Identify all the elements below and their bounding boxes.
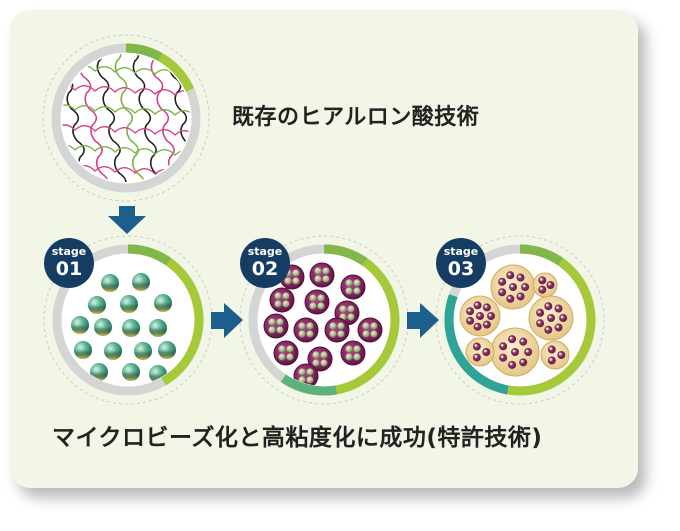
stage-badge-03: stage 03 xyxy=(436,238,486,288)
viscous-cluster xyxy=(540,340,570,370)
stage-number: 03 xyxy=(447,258,475,280)
viscous-cluster xyxy=(528,295,574,341)
existing-ha-circle xyxy=(42,34,210,202)
viscous-cluster xyxy=(532,272,558,298)
stage-number: 01 xyxy=(55,258,83,280)
stage-label: stage xyxy=(247,245,283,258)
bead-cluster xyxy=(273,340,299,366)
bead-cluster xyxy=(304,289,330,315)
bead-cluster xyxy=(269,287,295,313)
existing-tech-heading: 既存のヒアルロン酸技術 xyxy=(232,105,480,130)
stage-number: 02 xyxy=(251,258,279,280)
down-arrow-icon xyxy=(108,206,146,234)
bead-cluster xyxy=(293,317,319,343)
viscous-cluster xyxy=(465,337,495,367)
bead-cluster xyxy=(263,313,289,339)
right-arrow-icon xyxy=(211,303,243,338)
polymer-strand xyxy=(95,54,127,182)
right-arrow-icon xyxy=(407,303,439,338)
bead-cluster xyxy=(340,340,366,366)
stage-badge-01: stage 01 xyxy=(44,238,94,288)
bead-cluster xyxy=(357,317,383,343)
polymer-strand xyxy=(62,104,190,118)
success-caption: マイクロビーズ化と高粘度化に成功(特許技術) xyxy=(52,425,543,451)
bead-cluster xyxy=(324,317,350,343)
viscous-cluster xyxy=(459,295,501,337)
bead-cluster xyxy=(340,274,366,300)
stage-label: stage xyxy=(51,245,87,258)
stage-badge-02: stage 02 xyxy=(240,238,290,288)
viscous-cluster xyxy=(490,264,536,310)
bead-cluster xyxy=(307,346,333,372)
viscous-cluster xyxy=(490,327,540,377)
bead-cluster xyxy=(309,262,335,288)
polymer-strand xyxy=(113,54,145,182)
stage-label: stage xyxy=(443,245,479,258)
